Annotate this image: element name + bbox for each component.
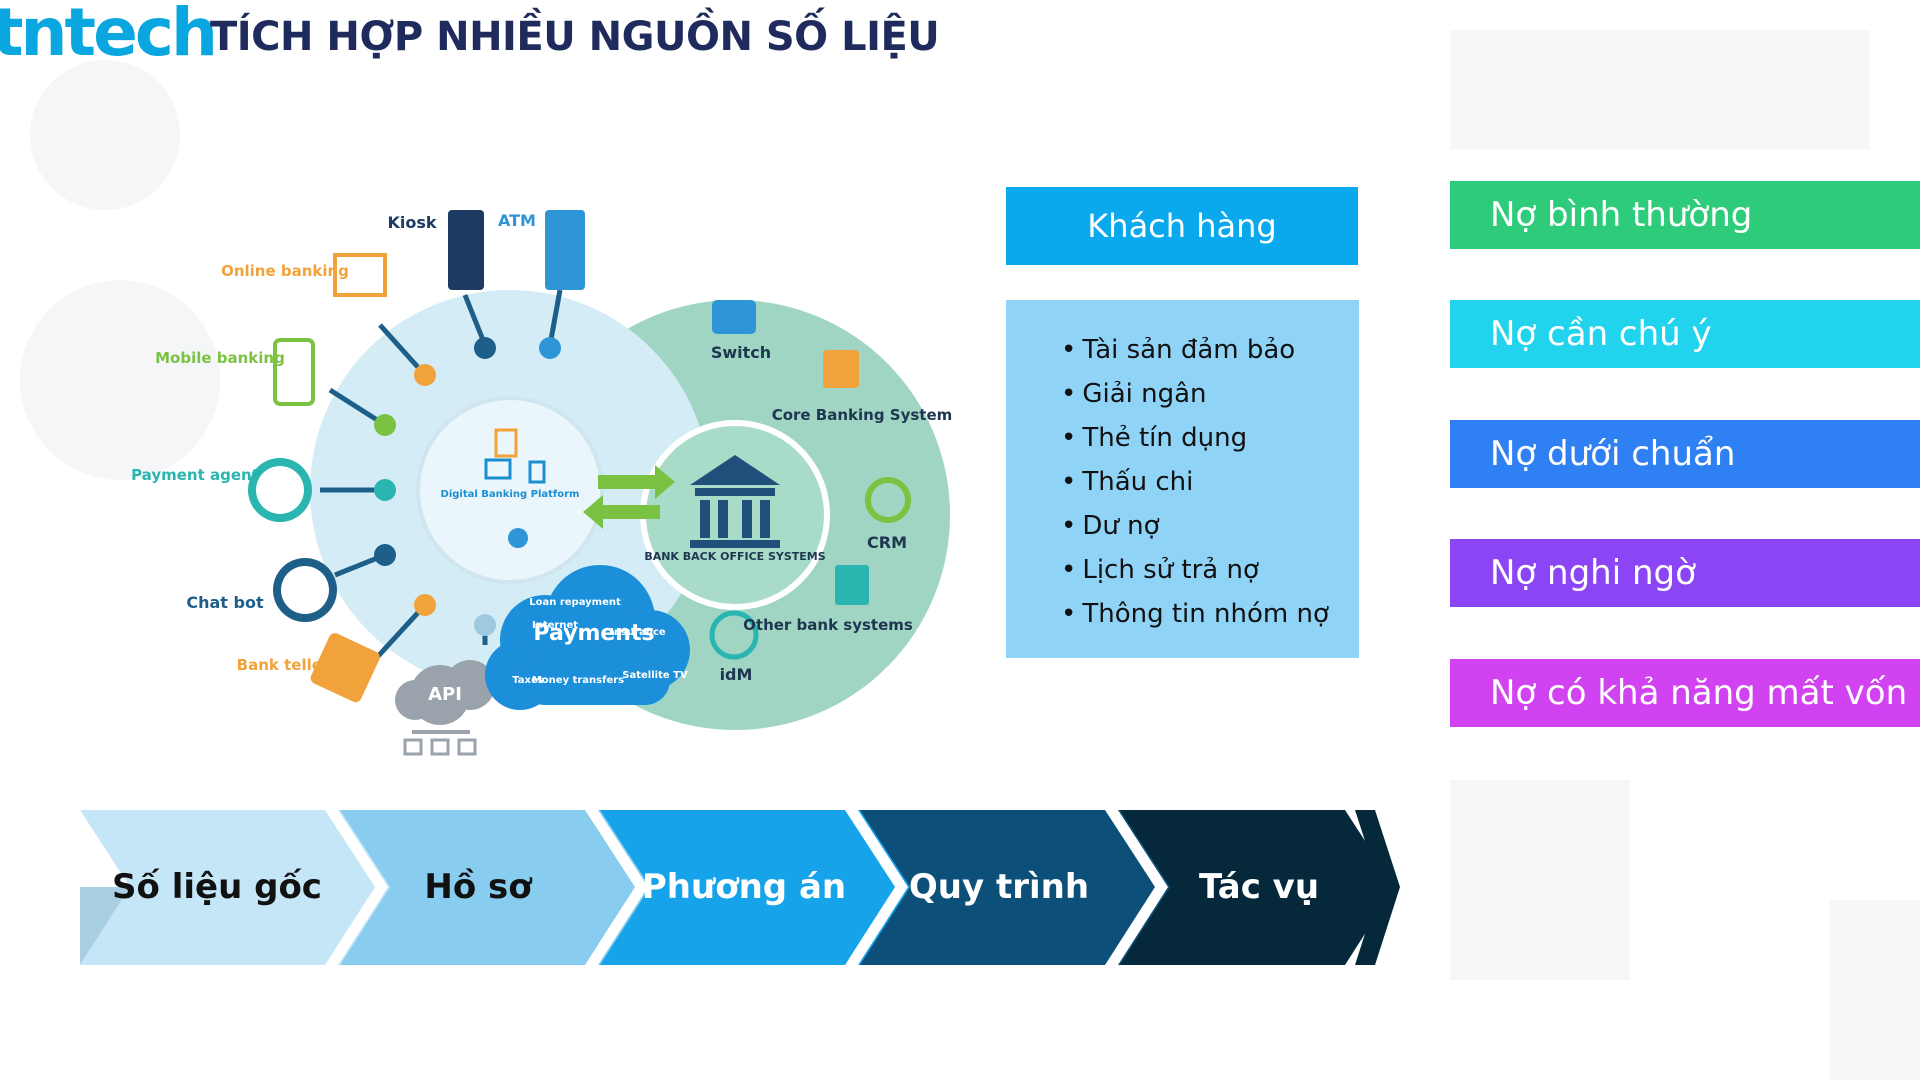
system-label: Switch (711, 343, 771, 362)
crm-icon (865, 477, 911, 523)
brand-logo: tntech (0, 0, 218, 71)
system-label: idM (720, 665, 753, 684)
payments-item: Loan repayment (529, 597, 621, 608)
other-systems-icon (835, 565, 869, 605)
bank-building-icon (690, 455, 780, 548)
customer-info-item: Lịch sử trả nợ (1061, 548, 1359, 592)
payments-item: Money transfers (532, 675, 624, 686)
channel-label: Chat bot (186, 593, 264, 612)
payments-item: Insurance (610, 627, 666, 638)
bank-teller-icon (310, 633, 380, 703)
system-label: CRM (867, 533, 907, 552)
debt-group-loss: Nợ có khả năng mất vốn (1450, 659, 1920, 727)
customer-info-item: Thông tin nhóm nợ (1061, 592, 1359, 636)
debt-group-label: Nợ dưới chuẩn (1490, 434, 1736, 474)
atm-icon (545, 210, 585, 290)
channel-label: Mobile banking (155, 349, 285, 367)
background-watermark (1830, 900, 1920, 1080)
platform-label: Digital Banking Platform (441, 489, 580, 500)
system-label: Other bank systems (743, 616, 913, 634)
exchange-arrows-icon (583, 465, 675, 529)
customer-info-list: Tài sản đảm bảo Giải ngân Thẻ tín dụng T… (1006, 300, 1359, 658)
customer-info-item: Dư nợ (1061, 504, 1359, 548)
idm-icon (709, 610, 759, 660)
digital-banking-icon (484, 428, 546, 484)
payments-title: Payments (533, 621, 654, 646)
process-flow: Số liệu gốc Hồ sơ Phương án Quy trình Tá… (0, 810, 1420, 965)
process-step-label: Phương án (641, 867, 847, 907)
channel-label: Kiosk (387, 213, 436, 232)
background-watermark (1450, 30, 1870, 150)
debt-group-doubtful: Nợ nghi ngờ (1450, 539, 1920, 607)
core-banking-icon (823, 350, 859, 388)
payments-item: Taxes (512, 675, 544, 686)
api-cloud-icon (395, 660, 495, 756)
payments-cloud (485, 565, 690, 710)
customer-info-item: Giải ngân (1061, 372, 1359, 416)
process-step-label: Số liệu gốc (112, 867, 322, 907)
back-office-label: BANK BACK OFFICE SYSTEMS (644, 550, 825, 563)
process-step-label: Tác vụ (1198, 867, 1320, 907)
debt-group-label: Nợ bình thường (1490, 195, 1753, 235)
debt-group-attention: Nợ cần chú ý (1450, 300, 1920, 368)
background-watermark (1450, 780, 1630, 980)
background-watermark (20, 280, 220, 480)
kiosk-icon (448, 210, 484, 290)
customer-info-item: Thấu chi (1061, 460, 1359, 504)
channel-label: Bank teller (237, 656, 330, 674)
payments-item: Internet (532, 620, 578, 631)
debt-group-substandard: Nợ dưới chuẩn (1450, 420, 1920, 488)
debt-group-label: Nợ nghi ngờ (1490, 553, 1696, 593)
channel-label: Online banking (221, 262, 349, 280)
customer-info-item: Thẻ tín dụng (1061, 416, 1359, 460)
channel-label: Payment agent (131, 466, 259, 484)
process-step-label: Quy trình (908, 867, 1090, 907)
banking-ecosystem-diagram: BANK BACK OFFICE SYSTEMS Digital Banking… (131, 210, 953, 756)
process-step-5 (1120, 810, 1400, 965)
online-banking-icon (333, 253, 387, 297)
payments-item: Satellite TV (622, 670, 688, 681)
debt-group-normal: Nợ bình thường (1450, 181, 1920, 249)
system-label: Core Banking System (772, 406, 953, 424)
mobile-banking-icon (273, 338, 315, 406)
debt-group-label: Nợ có khả năng mất vốn (1490, 673, 1908, 713)
channel-label: ATM (498, 211, 536, 230)
page-title: TÍCH HỢP NHIỀU NGUỒN SỐ LIỆU (210, 14, 940, 60)
background-watermark (30, 60, 180, 210)
process-step-label: Hồ sơ (424, 867, 532, 907)
channel-label: API (428, 684, 462, 705)
customer-info-item: Tài sản đảm bảo (1061, 328, 1359, 372)
debt-group-label: Nợ cần chú ý (1490, 314, 1712, 354)
switch-icon (712, 300, 756, 334)
customer-header: Khách hàng (1006, 187, 1358, 265)
